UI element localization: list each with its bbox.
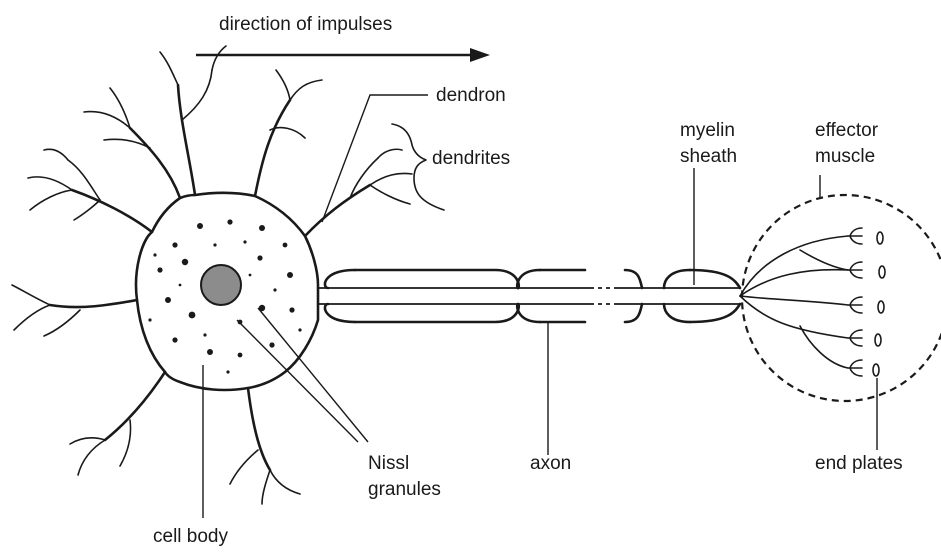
direction-label: direction of impulses xyxy=(219,14,392,35)
nissl-label-line1: Nissl xyxy=(368,453,409,474)
dendrites-label: dendrites xyxy=(432,148,510,169)
nissl-label-line2: granules xyxy=(368,479,441,500)
axon-label: axon xyxy=(530,453,571,474)
effector-muscle xyxy=(742,195,941,401)
end-plates-label: end plates xyxy=(815,453,903,474)
effector-label-line2: muscle xyxy=(815,146,875,167)
axon xyxy=(318,288,740,304)
effector-label-line1: effector xyxy=(815,120,879,141)
myelin-sheath xyxy=(325,270,740,322)
dendron-label: dendron xyxy=(436,85,506,106)
nucleus xyxy=(201,265,241,305)
direction-arrow xyxy=(196,48,490,62)
myelin-label-line2: sheath xyxy=(680,146,737,167)
myelin-label-line1: myelin xyxy=(680,120,735,141)
end-plates xyxy=(848,228,885,376)
cell-body-label: cell body xyxy=(153,526,228,547)
